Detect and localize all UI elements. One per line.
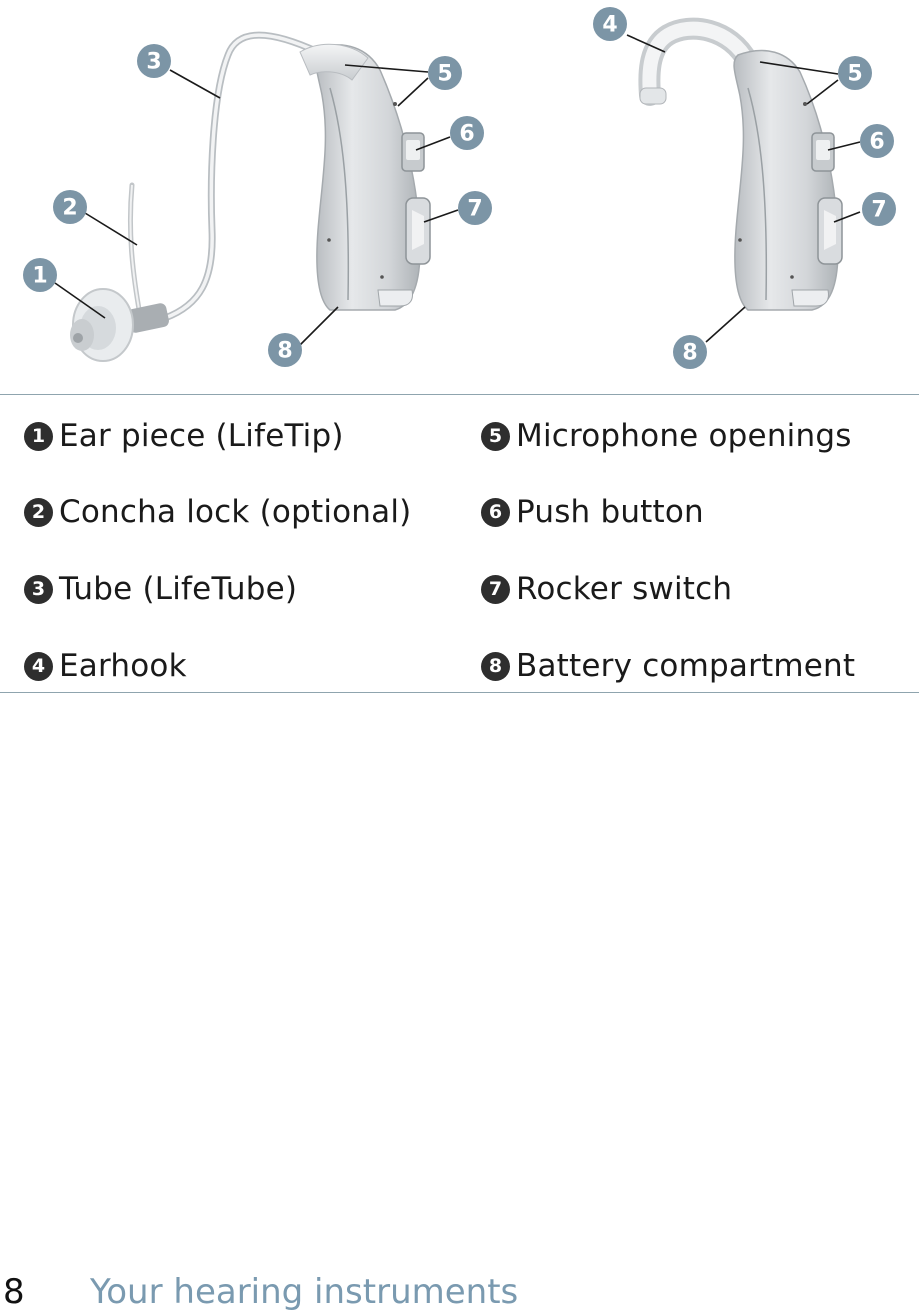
device-body-right [734, 50, 838, 310]
callout-6-right: 6 [860, 124, 894, 158]
legend-label: Ear piece (LifeTip) [59, 418, 344, 454]
device-body-left [315, 45, 420, 310]
callout-1-left: 1 [23, 258, 57, 292]
hearing-instruments-illustration: 1 2 3 5 6 7 8 4 5 6 7 8 [0, 0, 919, 395]
page-number: 8 [3, 1272, 25, 1312]
svg-text:7: 7 [871, 198, 886, 223]
callout-3-left: 3 [137, 44, 171, 78]
legend-item-ear-piece: 1 Ear piece (LifeTip) [24, 416, 344, 456]
number-badge: 5 [481, 422, 510, 451]
left-device-thin-tube [70, 35, 430, 361]
section-title: Your hearing instruments [90, 1272, 518, 1312]
svg-text:8: 8 [277, 339, 292, 364]
number-badge: 2 [24, 498, 53, 527]
svg-text:2: 2 [62, 196, 77, 221]
legend-item-tube: 3 Tube (LifeTube) [24, 569, 297, 609]
legend-label: Push button [516, 494, 704, 530]
legend-label: Tube (LifeTube) [59, 571, 297, 607]
legend-item-microphone-openings: 5 Microphone openings [481, 416, 852, 456]
legend-item-rocker-switch: 7 Rocker switch [481, 569, 732, 609]
callout-7-right: 7 [862, 192, 896, 226]
callout-2-left: 2 [53, 190, 87, 224]
right-device-earhook [640, 29, 842, 310]
callout-8-left: 8 [268, 333, 302, 367]
svg-text:5: 5 [847, 62, 862, 87]
callout-7-left: 7 [458, 191, 492, 225]
legend-label: Concha lock (optional) [59, 494, 411, 530]
number-badge: 1 [24, 422, 53, 451]
page-footer: 8 Your hearing instruments [0, 1270, 919, 1314]
number-badge: 8 [481, 652, 510, 681]
legend-top-rule [0, 394, 919, 395]
legend-item-earhook: 4 Earhook [24, 646, 187, 686]
svg-text:4: 4 [602, 13, 617, 38]
callout-8-right: 8 [673, 335, 707, 369]
callout-6-left: 6 [450, 116, 484, 150]
svg-text:6: 6 [459, 122, 474, 147]
legend-item-push-button: 6 Push button [481, 492, 704, 532]
number-badge: 7 [481, 575, 510, 604]
svg-text:5: 5 [437, 62, 452, 87]
legend-label: Earhook [59, 648, 187, 684]
svg-text:1: 1 [32, 264, 47, 289]
number-badge: 6 [481, 498, 510, 527]
number-badge: 3 [24, 575, 53, 604]
legend-label: Rocker switch [516, 571, 732, 607]
legend-item-battery-compartment: 8 Battery compartment [481, 646, 855, 686]
svg-text:6: 6 [869, 130, 884, 155]
thin-tube [165, 35, 318, 318]
legend-label: Microphone openings [516, 418, 852, 454]
svg-text:7: 7 [467, 197, 482, 222]
number-badge: 4 [24, 652, 53, 681]
legend-item-concha-lock: 2 Concha lock (optional) [24, 492, 411, 532]
legend-label: Battery compartment [516, 648, 855, 684]
callout-5-right: 5 [838, 56, 872, 90]
svg-text:8: 8 [682, 341, 697, 366]
svg-text:3: 3 [146, 50, 161, 75]
callout-4-right: 4 [593, 7, 627, 41]
callout-5-left: 5 [428, 56, 462, 90]
legend-bottom-rule [0, 692, 919, 693]
